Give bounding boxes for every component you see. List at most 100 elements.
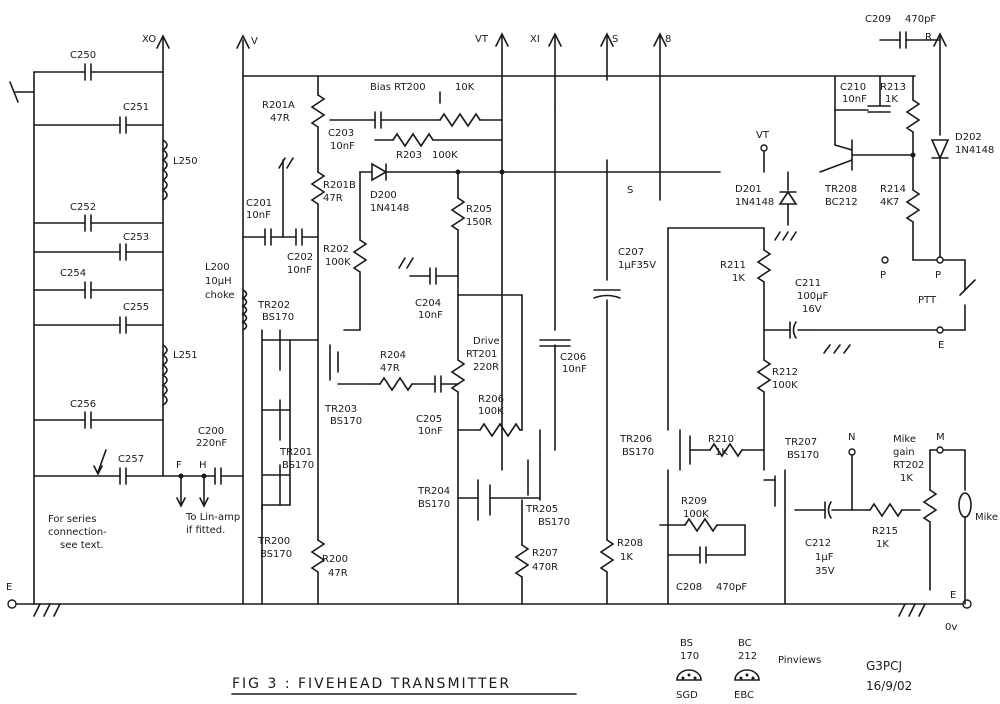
label-v: V	[251, 36, 258, 47]
label-c251: C251	[123, 102, 149, 113]
label-r209-value: 100K	[683, 509, 709, 520]
label-c208: C208	[676, 582, 702, 593]
label-ptt: PTT	[918, 295, 937, 306]
label-c254: C254	[60, 268, 86, 279]
label-r213-value: 1K	[885, 94, 898, 105]
label-n: N	[848, 432, 855, 443]
audio-ptt-stage	[659, 31, 976, 605]
label-c211: C211	[795, 278, 821, 289]
author: G3PCJ	[866, 659, 902, 673]
label-r203-value: 100K	[432, 150, 458, 161]
label-c204-value: 10nF	[418, 310, 443, 321]
layout-guides	[501, 99, 661, 471]
label-tr202-value: BS170	[262, 312, 294, 323]
label-r207-value: 470R	[532, 562, 558, 573]
label-tr208-value: BC212	[825, 197, 858, 208]
label-tr204: TR204	[417, 486, 450, 497]
label-m: M	[936, 432, 945, 443]
label-rt201-value: 220R	[473, 362, 499, 373]
label-c207-value: 1µF35V	[618, 260, 656, 271]
label-c210: C210	[840, 82, 866, 93]
label-r212: R212	[772, 367, 798, 378]
label-e2: E	[938, 340, 944, 351]
label-l251: L251	[173, 350, 198, 361]
notes: For series connection- see text. To Lin-…	[48, 512, 240, 551]
label-tr206: TR206	[619, 434, 652, 445]
label-r206: R206	[478, 394, 504, 405]
label-c211-value: 100µF	[797, 291, 828, 302]
label-r: R	[925, 32, 932, 43]
label-r204-value: 47R	[380, 363, 400, 374]
label-r201a-value: 47R	[270, 113, 290, 124]
label-r201b-value: 47R	[323, 193, 343, 204]
pinview-bc-2: 212	[738, 651, 757, 662]
label-c256: C256	[70, 399, 96, 410]
note-linamp-1: To Lin-amp	[185, 512, 240, 523]
label-c204: C204	[415, 298, 441, 309]
label-l200-value: 10µH	[205, 276, 232, 287]
label-r209: R209	[681, 496, 707, 507]
label-r213: R213	[880, 82, 906, 93]
label-c208-value: 470pF	[716, 582, 747, 593]
label-r208: R208	[617, 538, 643, 549]
label-s2: S	[627, 185, 633, 196]
label-r202: R202	[323, 244, 349, 255]
label-r215: R215	[872, 526, 898, 537]
label-r201a: R201A	[262, 100, 295, 111]
label-c209-value: 470pF	[905, 14, 936, 25]
label-tr200: TR200	[257, 536, 290, 547]
pinview-bs-1: BS	[680, 638, 693, 649]
note-series-3: see text.	[60, 540, 104, 551]
label-tr207: TR207	[784, 437, 817, 448]
label-tr206-value: BS170	[622, 447, 654, 458]
label-r202-value: 100K	[325, 257, 351, 268]
label-c207: C207	[618, 247, 644, 258]
label-bias-value: 10K	[455, 82, 475, 93]
supply-rail	[236, 34, 916, 605]
label-0v: 0v	[945, 622, 957, 633]
rail-arrows	[156, 32, 947, 477]
ground-rail	[7, 599, 972, 609]
label-c202-value: 10nF	[287, 265, 312, 276]
label-c253: C253	[123, 232, 149, 243]
label-r214: R214	[880, 184, 906, 195]
label-c206-value: 10nF	[562, 364, 587, 375]
label-c206: C206	[560, 352, 586, 363]
label-vt: VT	[475, 34, 489, 45]
label-c212-voltage: 35V	[815, 566, 835, 577]
label-r210: R210	[708, 434, 734, 445]
label-r212-value: 100K	[772, 380, 798, 391]
label-h: H	[199, 460, 207, 471]
label-tr205-value: BS170	[538, 517, 570, 528]
label-tr203: TR203	[324, 404, 357, 415]
label-l200: L200	[205, 262, 230, 273]
label-c203-value: 10nF	[330, 141, 355, 152]
label-d200-value: 1N4148	[370, 203, 409, 214]
label-l200-type: choke	[205, 290, 235, 301]
label-tr202: TR202	[257, 300, 290, 311]
label-c205-value: 10nF	[418, 426, 443, 437]
label-p2: P	[935, 270, 941, 281]
label-rt202-value: 1K	[900, 473, 913, 484]
label-d200: D200	[370, 190, 397, 201]
pinview-caption: Pinviews	[778, 655, 821, 666]
label-c257: C257	[118, 454, 144, 465]
label-c252: C252	[70, 202, 96, 213]
label-r206-value: 100K	[478, 406, 504, 417]
note-series-2: connection-	[48, 527, 107, 538]
label-r200: R200	[322, 554, 348, 565]
pinview-bs-2: 170	[680, 651, 699, 662]
component-labels: C250 C251 L250 C252 C253 C254 C255 L251 …	[60, 14, 994, 593]
pinview-bc-1: BC	[738, 638, 752, 649]
ground-symbols	[33, 157, 926, 617]
label-d202: D202	[955, 132, 982, 143]
figure-title: FIG 3 : FIVEHEAD TRANSMITTER	[232, 676, 511, 692]
terminal-labels: F H VT S P P E PTT N M Mike	[176, 130, 998, 523]
label-tr201-value: BS170	[282, 460, 314, 471]
label-tr205: TR205	[525, 504, 558, 515]
label-xi: XI	[530, 34, 540, 45]
label-c203: C203	[328, 128, 354, 139]
label-tr207-value: BS170	[787, 450, 819, 461]
label-rt201: RT201	[466, 349, 497, 360]
